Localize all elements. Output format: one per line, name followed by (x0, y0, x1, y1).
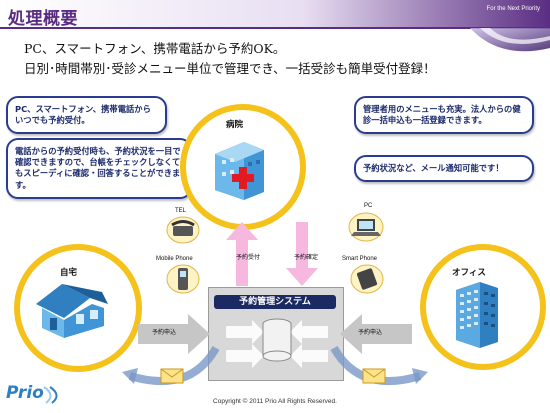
page-title: 処理概要 (8, 9, 78, 29)
mobile-label: Mobile Phone (156, 256, 193, 262)
feature-box-mail: 予約状況など、メール通知可能です！ (354, 155, 534, 183)
home-circle (14, 244, 142, 372)
office-building-icon (456, 282, 498, 348)
lead-line-2: 日別･時間帯別･受診メニュー単位で管理でき、一括受診も簡単受付登録！ (24, 61, 436, 76)
reservation-confirm-arrow (286, 222, 318, 286)
office-label: オフィス (452, 268, 486, 278)
apply-right-arrow (340, 314, 412, 354)
lead-line-1: PC、スマートフォン、携帯電話から予約OK。 (24, 41, 286, 56)
house-icon (36, 284, 108, 338)
feature-box-phone: 電話からの予約受付時も、予約状況を一目で確認できますので、台帳をチェックしなくて… (6, 138, 192, 199)
hospital-icon (215, 142, 264, 200)
database-icon (226, 318, 328, 368)
apply-left-label: 予約申込 (152, 330, 177, 336)
home-label: 自宅 (60, 268, 78, 278)
reservation-system-title: 予約管理システム (214, 295, 336, 309)
telephone-icon (166, 216, 200, 244)
apply-left-arrow (138, 314, 210, 354)
envelope-icon-left (160, 368, 184, 384)
feature-box-online: PC、スマートフォン、携帯電話からいつでも予約受付。 (6, 96, 167, 135)
reservation-confirm-label: 予約確定 (294, 255, 319, 261)
logo-swoosh (43, 386, 58, 404)
copyright: Copyright © 2011 Prio All Rights Reserve… (213, 398, 337, 405)
reservation-accept-label: 予約受付 (236, 255, 261, 261)
tel-label: TEL (175, 208, 187, 214)
reservation-accept-arrow (226, 222, 258, 286)
pc-icon (348, 212, 384, 242)
prio-logo: Prio (6, 383, 44, 403)
header-band (0, 0, 550, 52)
apply-right-label: 予約申込 (358, 330, 383, 336)
tagline: For the Next Priority (486, 6, 540, 12)
envelope-icon-right (362, 368, 386, 384)
feature-box-admin: 管理者用のメニューも充実。法人からの健診一括申込も一括登録できます。 (354, 96, 534, 135)
mobile-phone-icon (166, 264, 200, 294)
pc-label: PC (364, 203, 373, 209)
smartphone-icon (350, 264, 384, 294)
hospital-label: 病院 (226, 120, 244, 130)
smartphone-label: Smart Phone (342, 256, 378, 262)
